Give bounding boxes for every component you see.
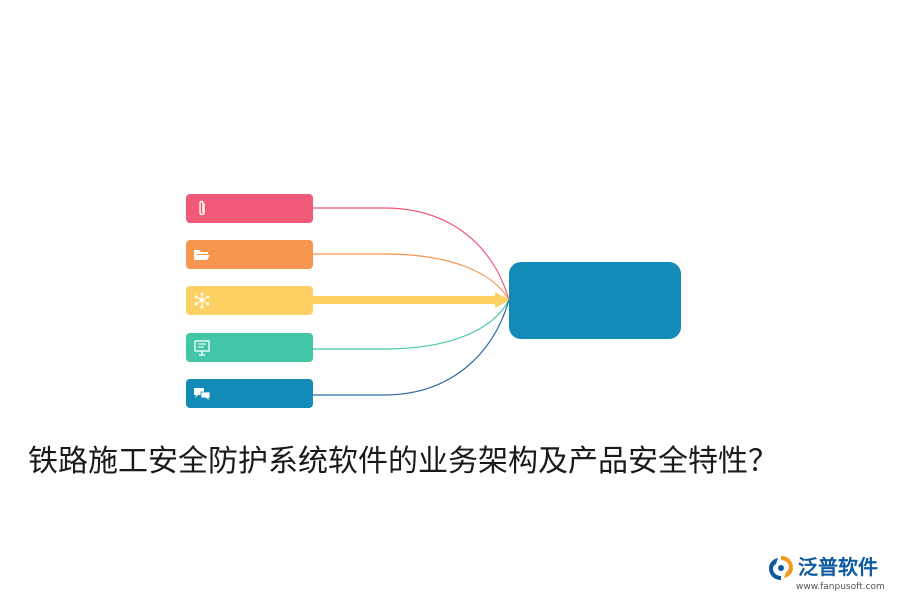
arrowhead-network xyxy=(495,292,510,308)
brand-logo: 泛普软件 www.fanpusoft.com xyxy=(766,553,894,597)
connector-presentation xyxy=(313,299,510,350)
connector-chat xyxy=(313,299,510,396)
brand-mark-icon xyxy=(766,553,796,583)
page-title: 铁路施工安全防护系统软件的业务架构及产品安全特性？ xyxy=(28,444,778,479)
chat-bubbles-icon xyxy=(192,384,212,403)
presentation-board-icon xyxy=(192,338,212,357)
folder-icon xyxy=(192,245,212,264)
central-hub-node xyxy=(509,262,681,339)
brand-url: www.fanpusoft.com xyxy=(796,582,885,592)
connector-folder xyxy=(313,253,510,301)
brand-name: 泛普软件 xyxy=(798,555,878,579)
paperclip-icon xyxy=(192,199,212,218)
branch-chat xyxy=(186,379,313,408)
branch-network xyxy=(186,286,313,315)
branch-attachment xyxy=(186,194,313,223)
connector-attachment xyxy=(313,207,510,301)
branch-folder xyxy=(186,240,313,269)
branch-presentation xyxy=(186,333,313,362)
network-icon xyxy=(192,291,212,310)
